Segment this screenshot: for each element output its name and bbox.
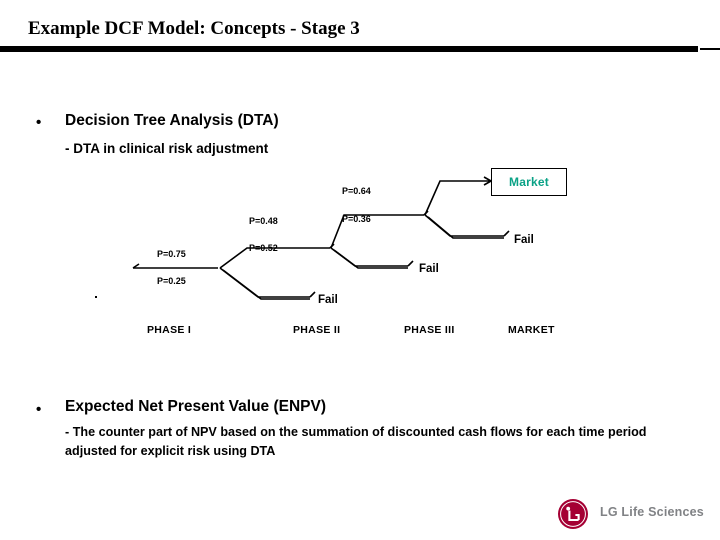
probability-label-p2-success: P=0.48 bbox=[249, 216, 278, 226]
market-arrowhead bbox=[483, 176, 492, 186]
market-outcome-box: Market bbox=[491, 168, 567, 196]
tree-branch-fail-2-tick bbox=[407, 260, 414, 267]
tree-branch-fail-3-tick bbox=[503, 230, 510, 237]
brand-logo-text: LG Life Sciences bbox=[600, 505, 704, 519]
tree-branch-fail-1-tick bbox=[309, 291, 316, 298]
page-title: Example DCF Model: Concepts - Stage 3 bbox=[28, 18, 360, 39]
tree-branch-fail-1b bbox=[222, 269, 310, 300]
probability-label-p3-success: P=0.64 bbox=[342, 186, 371, 196]
market-outcome-label: Market bbox=[509, 175, 549, 189]
section-subline-dta: - DTA in clinical risk adjustment bbox=[65, 141, 269, 156]
fail-outcome-label-3: Fail bbox=[514, 234, 534, 246]
tree-branch-success-1 bbox=[219, 247, 330, 269]
tree-branch-fail-1a bbox=[219, 267, 310, 298]
section-body-enpv: - The counter part of NPV based on the s… bbox=[65, 425, 647, 458]
tree-branch-fail-3b bbox=[427, 216, 504, 239]
bullet-marker-1: • bbox=[36, 114, 42, 131]
tree-branch-fail-3a bbox=[424, 214, 504, 237]
lg-logo-l-stroke bbox=[568, 510, 579, 522]
title-divider-bar bbox=[0, 46, 698, 52]
brand-logo: LG Life Sciences bbox=[556, 497, 706, 531]
probability-label-p3-fail: P=0.36 bbox=[342, 214, 371, 224]
lg-logo-inner-ring bbox=[560, 501, 586, 527]
lg-logo-dot bbox=[566, 506, 571, 511]
probability-label-p1-success: P=0.75 bbox=[157, 249, 186, 259]
tree-branch-success-3 bbox=[424, 180, 505, 216]
stage-label-phase-1: PHASE I bbox=[147, 324, 192, 336]
section-heading-enpv: Expected Net Present Value (ENPV) bbox=[65, 398, 327, 415]
tree-root-arrow bbox=[132, 263, 140, 269]
bullet-marker-2: • bbox=[36, 401, 42, 418]
lg-logo-g-stroke bbox=[575, 513, 580, 520]
stray-dot-mark bbox=[95, 296, 97, 298]
fail-outcome-label-1: Fail bbox=[318, 294, 338, 306]
lg-circle-icon bbox=[558, 499, 588, 529]
fail-outcome-label-2: Fail bbox=[419, 263, 439, 275]
stage-label-phase-2: PHASE II bbox=[293, 324, 341, 336]
title-divider-tail bbox=[700, 48, 720, 50]
stage-label-phase-3: PHASE III bbox=[404, 324, 455, 336]
stage-label-market: MARKET bbox=[508, 324, 555, 336]
tree-branch-fail-2b bbox=[333, 249, 408, 269]
lg-logo-circle bbox=[558, 499, 588, 529]
section-heading-dta: Decision Tree Analysis (DTA) bbox=[65, 112, 279, 129]
tree-branch-success-2 bbox=[330, 214, 424, 249]
probability-label-p1-fail: P=0.25 bbox=[157, 276, 186, 286]
probability-label-p2-fail: P=0.52 bbox=[249, 243, 278, 253]
